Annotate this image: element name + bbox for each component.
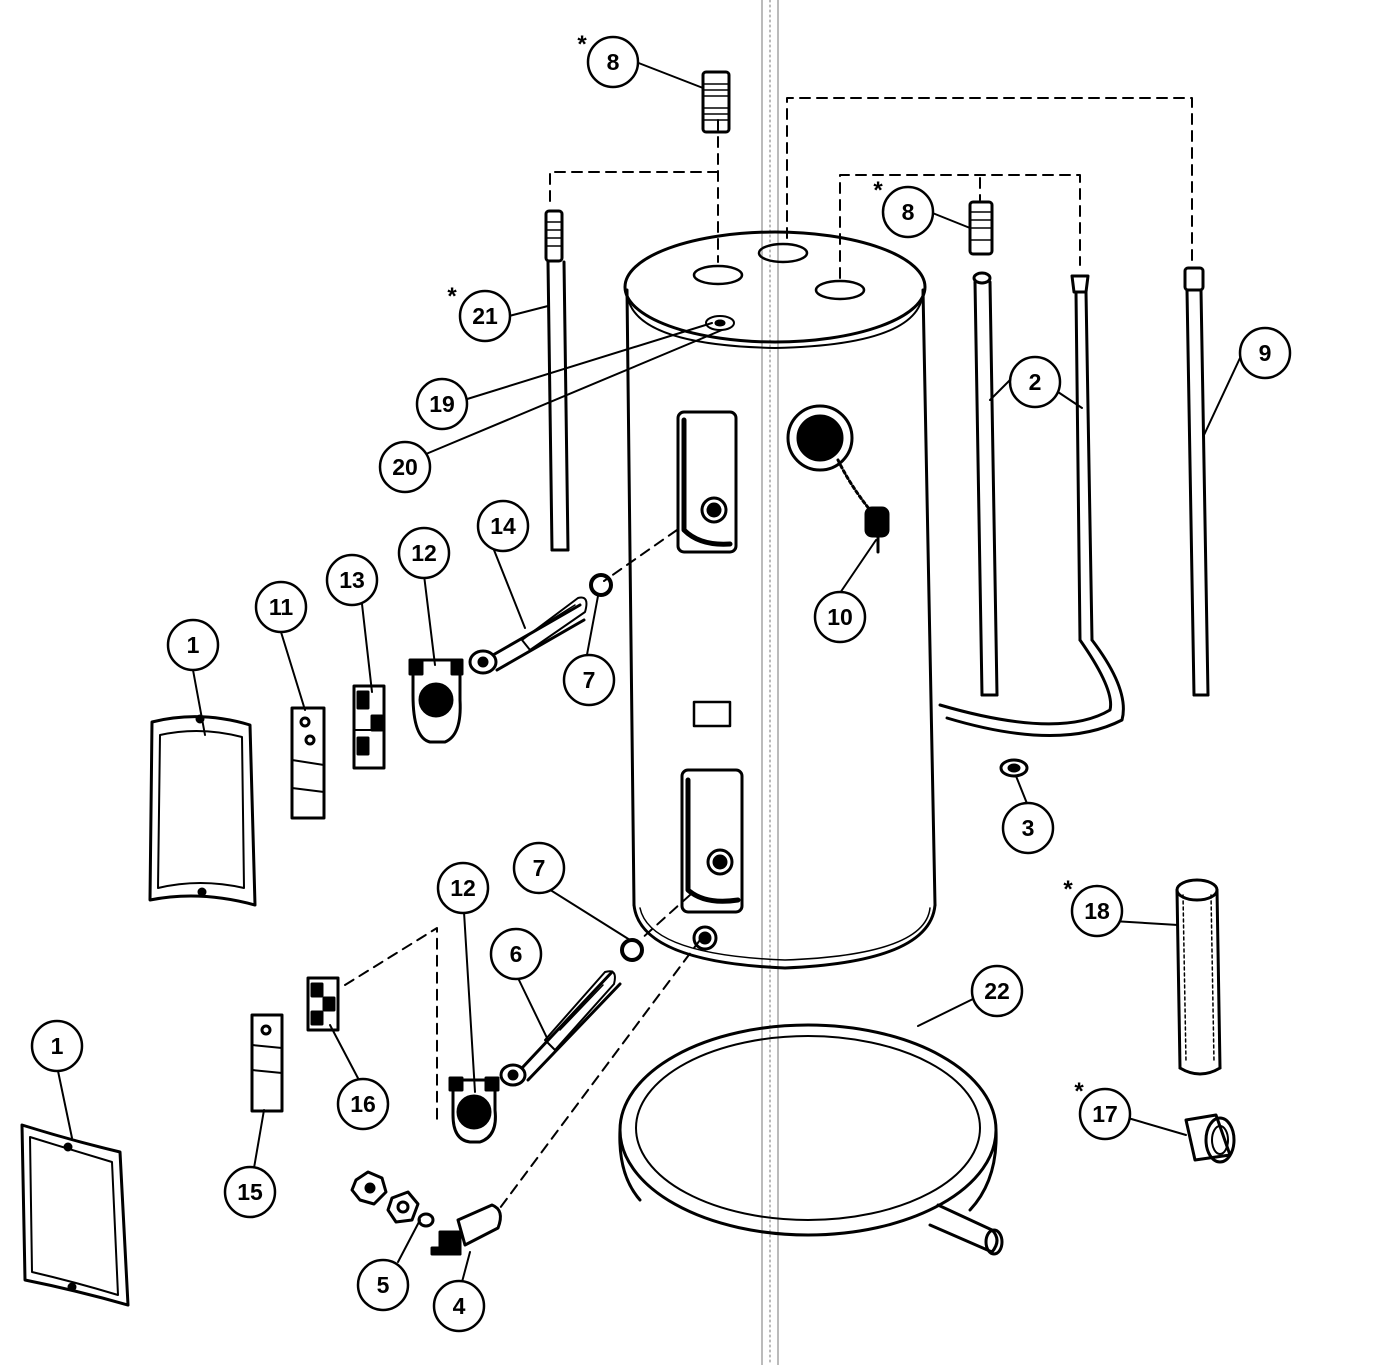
callout-circles xyxy=(30,35,1292,1333)
part-10-eco-sensor xyxy=(836,458,890,554)
part-14-upper-element xyxy=(468,596,588,675)
callout-13: 13 xyxy=(339,567,365,593)
part-9-rod xyxy=(1183,266,1210,697)
callout-17: 17 xyxy=(1092,1101,1118,1127)
part-15-lower-cover xyxy=(250,1013,284,1113)
callout-16: 16 xyxy=(350,1091,376,1117)
part-18-sleeve xyxy=(1175,878,1222,1076)
callout-10: 10 xyxy=(827,604,853,630)
part-8-nipple-top xyxy=(701,70,731,134)
callout-22: 22 xyxy=(984,978,1010,1004)
part-13-thermostat xyxy=(352,684,386,770)
callout-2: 2 xyxy=(1029,369,1042,395)
asterisk-marks: * * * * * xyxy=(447,31,1084,1105)
callout-21: 21 xyxy=(472,303,498,329)
callout-3: 3 xyxy=(1022,815,1035,841)
callout-12-upper: 12 xyxy=(411,540,437,566)
part-12-bracket-upper xyxy=(408,658,464,744)
asterisk-21: * xyxy=(447,283,457,310)
callout-1-lower: 1 xyxy=(51,1033,64,1059)
part-3-washer xyxy=(999,758,1029,778)
dashed-connections xyxy=(344,97,1193,1213)
part-1-access-panel-lower xyxy=(20,1123,130,1307)
part-2-dip-tube xyxy=(938,271,1125,737)
callout-7-upper: 7 xyxy=(583,667,596,693)
callout-18: 18 xyxy=(1084,898,1110,924)
callout-labels: 1 1 2 3 4 5 6 7 7 8 8 9 10 11 12 12 13 1… xyxy=(51,49,1272,1319)
callout-8-top: 8 xyxy=(607,49,620,75)
scan-seam xyxy=(761,0,779,1365)
callout-7-lower: 7 xyxy=(533,855,546,881)
asterisk-18: * xyxy=(1063,876,1073,903)
part-7-gasket-upper xyxy=(589,573,613,597)
part-21-anode-rod xyxy=(544,209,570,552)
callout-14: 14 xyxy=(490,513,516,539)
part-7-gasket-lower xyxy=(620,938,644,962)
asterisk-8-right: * xyxy=(873,177,883,204)
part-16-lower-thermostat xyxy=(306,976,340,1032)
leader-lines xyxy=(57,61,1241,1283)
callout-20: 20 xyxy=(392,454,418,480)
callout-6: 6 xyxy=(510,941,523,967)
part-4-drain-valve xyxy=(430,1203,502,1256)
callout-12-lower: 12 xyxy=(450,875,476,901)
callout-5: 5 xyxy=(377,1272,390,1298)
callout-19: 19 xyxy=(429,391,455,417)
tank-body xyxy=(623,230,937,970)
callout-8-right: 8 xyxy=(902,199,915,225)
callout-4: 4 xyxy=(453,1293,466,1319)
part-1-access-panel-upper xyxy=(148,714,257,907)
callout-9: 9 xyxy=(1259,340,1272,366)
asterisk-17: * xyxy=(1074,1078,1084,1105)
callout-1-upper: 1 xyxy=(187,632,200,658)
part-22-drain-pan xyxy=(618,1023,1004,1256)
callout-15: 15 xyxy=(237,1179,263,1205)
callout-11: 11 xyxy=(269,594,294,620)
part-17-cap xyxy=(1184,1113,1236,1164)
asterisk-8-top: * xyxy=(577,31,587,58)
part-6-lower-element xyxy=(499,970,622,1087)
part-5-valve-hardware xyxy=(350,1170,435,1228)
part-11-upper-cover xyxy=(290,706,326,820)
part-8-nipple-right xyxy=(968,200,994,256)
part-12-bracket-lower xyxy=(448,1076,500,1144)
